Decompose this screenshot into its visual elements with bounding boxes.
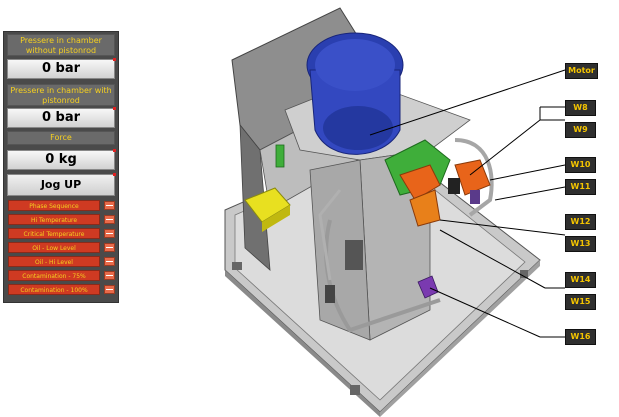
alarm-phase-sequence: Phase Sequence (8, 200, 116, 211)
chamber-rod-title: Pressere in chamber with pistonrod (7, 84, 115, 106)
tag-w16[interactable]: W16 (565, 329, 596, 345)
alarm-reset-button[interactable] (104, 229, 115, 238)
alarm-reset-button[interactable] (104, 285, 115, 294)
alarm-contamination-75: Contamination - 75% (8, 270, 116, 281)
control-panel: Pressere in chamber without pistonrod 0 … (3, 31, 119, 303)
force-title: Force (7, 131, 115, 145)
tag-w12[interactable]: W12 (565, 214, 596, 230)
alarm-reset-button[interactable] (104, 271, 115, 280)
alarm-reset-button[interactable] (104, 257, 115, 266)
tag-w8[interactable]: W8 (565, 100, 596, 116)
tag-motor[interactable]: Motor (565, 63, 598, 79)
tag-w14[interactable]: W14 (565, 272, 596, 288)
alarm-contamination-100: Contamination - 100% (8, 284, 116, 295)
tag-w10[interactable]: W10 (565, 157, 596, 173)
alarm-oil-hi-level: Oil - Hi Level (8, 256, 116, 267)
alarm-critical-temperature: Critical Temperature (8, 228, 116, 239)
chamber-no-rod-value: 0 bar (7, 58, 116, 79)
tag-w13[interactable]: W13 (565, 236, 596, 252)
force-value: 0 kg (7, 149, 116, 170)
alarm-reset-button[interactable] (104, 243, 115, 252)
alarm-oil-low-level: Oil - Low Level (8, 242, 116, 253)
alarm-reset-button[interactable] (104, 215, 115, 224)
tag-w9[interactable]: W9 (565, 122, 596, 138)
jog-up-button[interactable]: Jog UP (7, 173, 116, 196)
tag-w11[interactable]: W11 (565, 179, 596, 195)
alarm-reset-button[interactable] (104, 201, 115, 210)
alarm-hi-temperature: Hi Temperature (8, 214, 116, 225)
chamber-rod-value: 0 bar (7, 107, 116, 128)
chamber-no-rod-title: Pressere in chamber without pistonrod (7, 34, 115, 56)
tag-w15[interactable]: W15 (565, 294, 596, 310)
